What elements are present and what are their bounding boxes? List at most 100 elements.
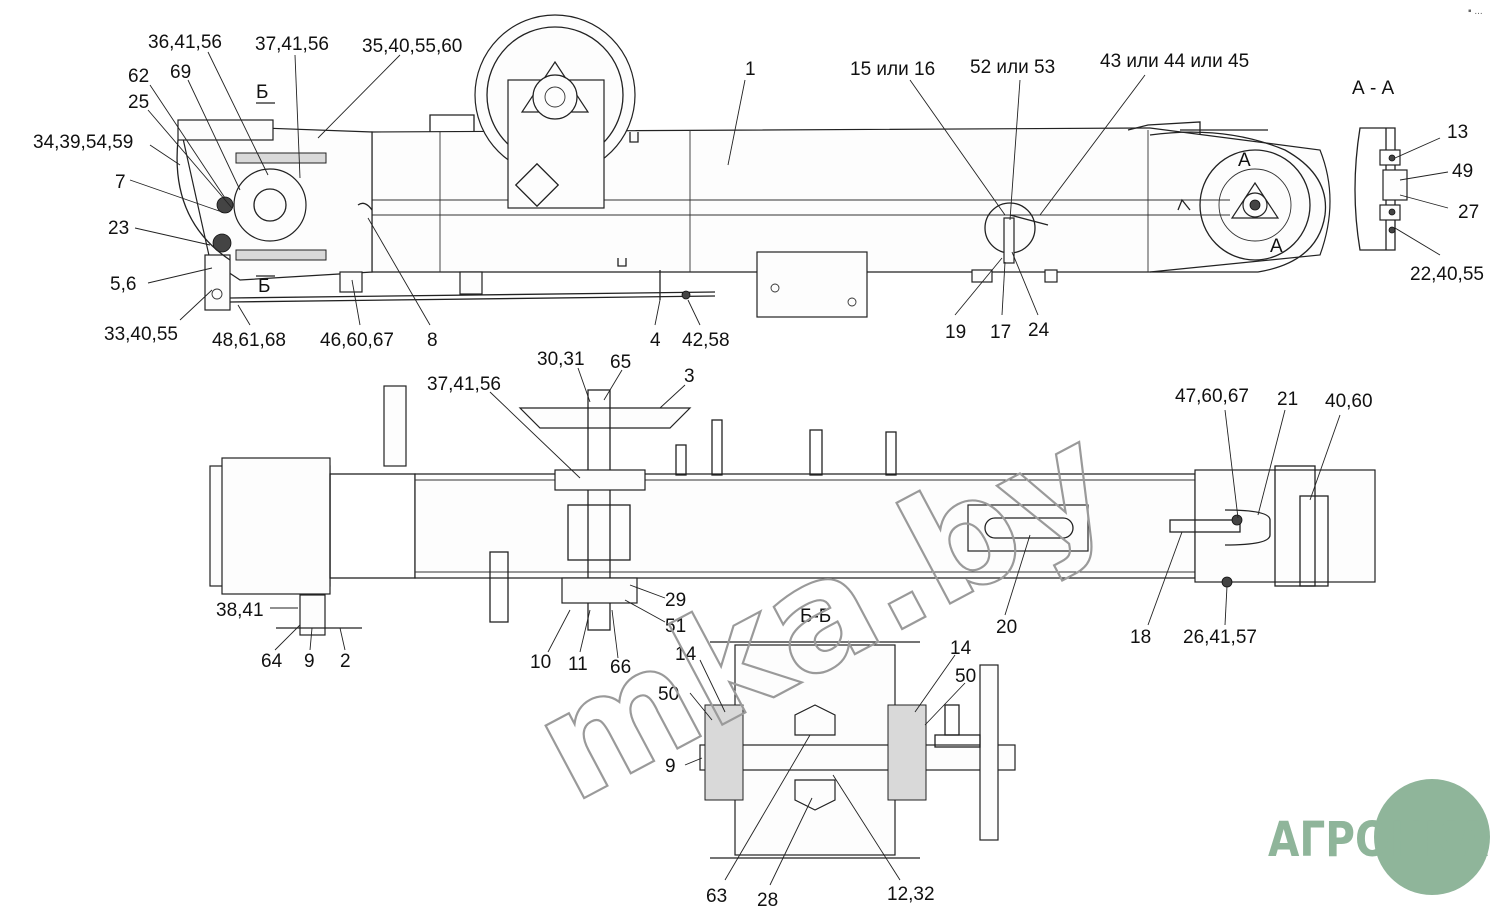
- aa-hub: [1382, 169, 1408, 201]
- plan-right-head: [1194, 469, 1376, 583]
- logo-circle: [1374, 779, 1490, 895]
- small-mark: [629, 132, 639, 143]
- tension-wheel-hub: [253, 188, 287, 222]
- clip-8: [357, 202, 373, 211]
- post: [383, 385, 407, 467]
- callout-label: 51: [665, 616, 686, 637]
- small-mark: [1177, 198, 1191, 211]
- corner-mark: ▪ ...: [1468, 6, 1483, 17]
- slot-plate: [967, 504, 1089, 552]
- callout-label: 8: [427, 330, 438, 351]
- right-pulley-ring: [1218, 168, 1292, 242]
- callout-label: 49: [1452, 161, 1473, 182]
- callout-label: 7: [115, 172, 126, 193]
- callout-label: 18: [1130, 627, 1151, 648]
- bb-sprocket-bottom: [794, 779, 836, 811]
- callout-label: 69: [170, 62, 191, 83]
- center-block: [567, 504, 631, 561]
- bolt: [211, 288, 223, 300]
- tensioner-plate: [1003, 217, 1015, 264]
- left-plate: [235, 152, 327, 164]
- callout-label: 1: [745, 59, 756, 80]
- section-aa: [1354, 127, 1408, 251]
- rod-4: [229, 291, 716, 299]
- callout-label: 40,60: [1325, 391, 1373, 412]
- callout-label: 37,41,56: [427, 374, 501, 395]
- lower-bracket: [204, 254, 231, 311]
- hole: [770, 283, 780, 293]
- bolt: [212, 233, 232, 253]
- callout-label: 15 или 16: [850, 59, 935, 80]
- bb-bolt: [944, 704, 960, 736]
- plan-u-bolt: [1224, 509, 1271, 546]
- section-title-aa: А - А: [1352, 78, 1395, 99]
- lower-post: [489, 551, 509, 623]
- callout-label: 14: [950, 638, 972, 659]
- agronka-logo: АГРОНКА: [1268, 779, 1490, 895]
- drive-square-plate: [514, 162, 560, 208]
- bb-shaft: [699, 744, 1016, 771]
- bolt: [681, 290, 691, 300]
- bb-flange: [979, 664, 999, 841]
- plan-right-plate: [1274, 465, 1316, 587]
- callout-label: 65: [610, 352, 631, 373]
- callout-label: 42,58: [682, 330, 730, 351]
- post: [885, 431, 897, 476]
- plan-view: [209, 385, 1376, 636]
- callout-label: 2: [340, 651, 351, 672]
- top-hatch: [1127, 121, 1201, 135]
- callout-label: 12,32: [887, 884, 935, 905]
- callout-label: 62: [128, 66, 149, 87]
- section-bb: [699, 641, 1016, 859]
- callout-label: 25: [128, 92, 149, 113]
- callout-label: 38,41: [216, 600, 264, 621]
- post: [711, 419, 723, 476]
- plan-rod-18: [1169, 519, 1241, 533]
- tension-wheel: [233, 168, 307, 242]
- cut-label-b: Б: [256, 82, 268, 103]
- callout-label: 5,6: [110, 274, 136, 295]
- bolt: [1231, 514, 1243, 526]
- callout-labels: 36,41,56 37,41,56 35,40,55,60 62 69 25 3…: [33, 32, 1484, 911]
- callout-label: 37,41,56: [255, 34, 329, 55]
- cable: [176, 139, 231, 261]
- callout-label: 43 или 44 или 45: [1100, 51, 1249, 72]
- bolt: [216, 196, 234, 214]
- cut-label-b: Б: [258, 276, 270, 297]
- bolt: [1388, 154, 1396, 162]
- center-flange: [554, 469, 646, 491]
- plan-right-inner: [1299, 495, 1329, 587]
- callout-label: 29: [665, 590, 686, 611]
- drive-hub-core: [544, 86, 566, 108]
- callout-label: 11: [568, 654, 588, 675]
- callout-label: 9: [304, 651, 315, 672]
- cut-label-a: А: [1238, 150, 1251, 171]
- callout-label: 64: [261, 651, 283, 672]
- foot: [459, 271, 483, 295]
- aa-profile: [1354, 127, 1396, 251]
- drive-hub: [532, 74, 578, 120]
- callout-label: 20: [996, 617, 1017, 638]
- right-pulley-outer: [1199, 149, 1311, 261]
- foot: [971, 269, 993, 283]
- center-lower: [561, 577, 638, 604]
- tensioner-lever: [1009, 214, 1049, 226]
- callout-label: 4: [650, 330, 661, 351]
- callout-label: 19: [945, 322, 966, 343]
- plan-left-frame: [221, 457, 331, 595]
- callout-label: 13: [1447, 122, 1468, 143]
- bb-bearing-left: [704, 704, 744, 801]
- logo-text: АГРОНКА: [1268, 812, 1488, 868]
- callout-label: 46,60,67: [320, 330, 394, 351]
- callout-label: 48,61,68: [212, 330, 286, 351]
- callout-label: 30,31: [537, 349, 585, 370]
- callout-label: 14: [675, 644, 697, 665]
- right-pulley-bolt: [1249, 199, 1261, 211]
- bb-sprocket-top: [794, 704, 836, 736]
- callout-label: 9: [665, 756, 676, 777]
- callout-label: 50: [955, 666, 976, 687]
- side-plate: [756, 251, 868, 318]
- foot: [339, 271, 363, 293]
